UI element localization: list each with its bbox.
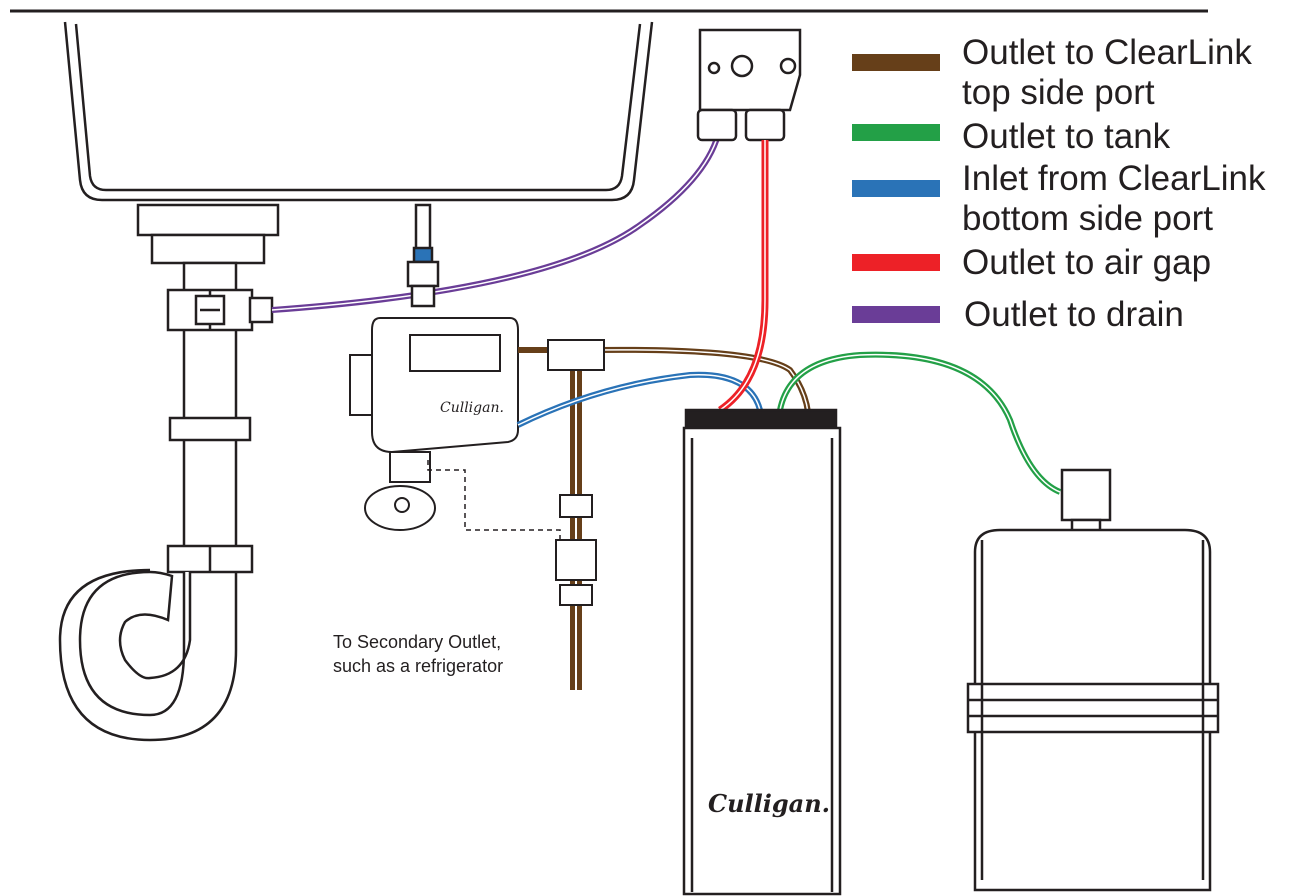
drain-pipe bbox=[58, 203, 280, 742]
legend-label: Outlet to air gap bbox=[962, 243, 1212, 282]
legend-label: Outlet to ClearLink bbox=[962, 33, 1252, 72]
sink-basin bbox=[63, 21, 654, 202]
drain-tube bbox=[271, 134, 721, 313]
monitor-logo: Culligan. bbox=[440, 400, 504, 416]
storage-tank bbox=[966, 468, 1220, 892]
clearlink-monitor: Culligan. bbox=[349, 317, 519, 531]
legend-item-red: Outlet to air gap bbox=[852, 244, 1282, 284]
legend-label: Inlet from ClearLink bbox=[962, 159, 1266, 198]
legend-label: Outlet to drain bbox=[964, 295, 1184, 334]
legend-label: top side port bbox=[962, 73, 1155, 112]
caption-line-1: To Secondary Outlet, bbox=[333, 632, 502, 652]
caption-line-2: such as a refrigerator bbox=[333, 656, 504, 676]
secondary-outlet-tube bbox=[555, 370, 597, 690]
red-tube bbox=[717, 140, 769, 413]
air-gap-faucet bbox=[696, 28, 802, 142]
filter-logo: Culligan. bbox=[708, 789, 830, 818]
tee-fitting bbox=[547, 339, 605, 371]
ro-filter-unit: Culligan. bbox=[682, 408, 842, 896]
legend-item-purple: Outlet to drain bbox=[852, 296, 1282, 336]
legend-item-green: Outlet to tank bbox=[852, 118, 1282, 158]
legend-item-blue: Inlet from ClearLink bottom side port bbox=[852, 160, 1282, 240]
legend-swatch-blue bbox=[852, 180, 940, 197]
sensor-wire bbox=[427, 460, 561, 545]
legend-swatch-red bbox=[852, 254, 940, 271]
legend-label: Outlet to tank bbox=[962, 117, 1171, 156]
secondary-outlet-caption: To Secondary Outlet, such as a refrigera… bbox=[333, 630, 503, 678]
legend-item-brown: Outlet to ClearLink top side port bbox=[852, 34, 1282, 114]
legend-label: bottom side port bbox=[962, 199, 1213, 238]
cold-water-supply bbox=[406, 203, 440, 308]
legend-swatch-green bbox=[852, 124, 940, 141]
legend-swatch-purple bbox=[852, 306, 940, 323]
legend-swatch-brown bbox=[852, 54, 940, 71]
